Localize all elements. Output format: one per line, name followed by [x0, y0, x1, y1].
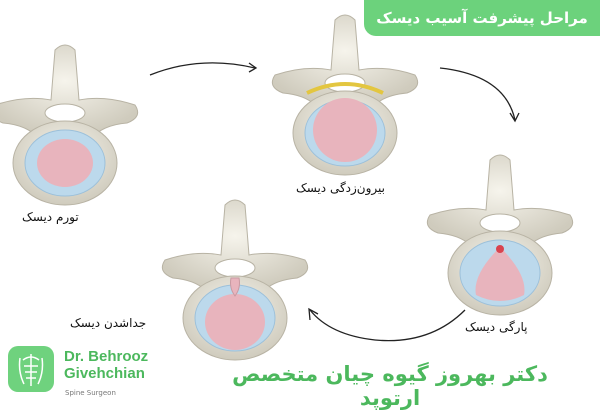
- vertebra-stage-4: [161, 199, 309, 361]
- brand-name: Dr. Behrooz Givehchian: [64, 348, 148, 382]
- brand-logo: [8, 346, 54, 392]
- vertebra-stage-3: [426, 154, 574, 316]
- spine-icon: [18, 354, 44, 386]
- vertebra-stage-1: [0, 44, 139, 206]
- vertebra-stage-2: [271, 14, 419, 176]
- stage-label-bulging: بیرون‌زدگی دیسک: [296, 181, 385, 195]
- page-title: مراحل پیشرفت آسیب دیسک کمر: [364, 0, 600, 63]
- stage-label-detachment: جداشدن دیسک: [70, 316, 147, 330]
- progress-arrows: [149, 62, 520, 342]
- brand-name-line1: Dr. Behrooz: [64, 348, 149, 365]
- illustration: [0, 14, 574, 361]
- doctor-title: دکتر بهروز گیوه چیان متخصص ارتوپد: [232, 362, 548, 410]
- stage-label-swelling: تورم دیسک: [22, 210, 79, 224]
- brand-subtitle: Spine Surgeon: [65, 389, 116, 397]
- brand-name-line2: Givehchian: [64, 365, 145, 382]
- stage-label-rupture: پارگی دیسک: [465, 320, 528, 334]
